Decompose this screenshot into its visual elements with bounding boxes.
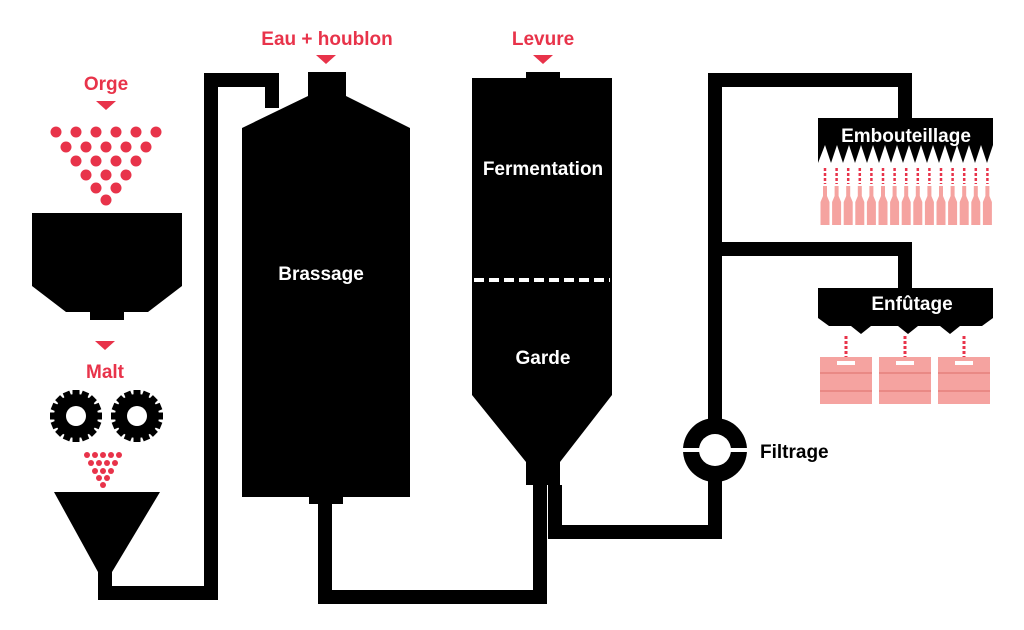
malt-particles: [84, 452, 122, 488]
malt-particle-icon: [108, 452, 114, 458]
bottle-icon: [936, 186, 946, 225]
keg-band: [820, 390, 872, 392]
levure-label: Levure: [512, 29, 574, 50]
bottle-icon: [982, 186, 992, 225]
pipe-fermenter-to-filter: [548, 470, 722, 539]
filtrage-label: Filtrage: [760, 442, 829, 463]
bottle-icon: [855, 186, 865, 225]
malt-particle-icon: [100, 452, 106, 458]
malt-particle-icon: [104, 460, 110, 466]
keg-band: [820, 372, 872, 374]
pipe-brassage-to-fermenter: [318, 485, 547, 604]
bottle-icon: [832, 186, 842, 225]
bottle-icon: [971, 186, 981, 225]
malt-particle-icon: [104, 475, 110, 481]
grain-dot-icon: [110, 155, 122, 167]
mill-gear-left-icon: [50, 390, 102, 442]
eau-houblon-arrow-icon: [316, 55, 336, 64]
keg-band: [938, 372, 990, 374]
grain-dot-icon: [80, 169, 92, 181]
garde-label: Garde: [516, 348, 571, 369]
keg-handle: [896, 361, 914, 365]
pipes: [98, 73, 912, 604]
mill-gear-right-icon: [111, 390, 163, 442]
bottle-icon: [924, 186, 934, 225]
bottle-icon: [878, 186, 888, 225]
fermentation-label: Fermentation: [483, 159, 603, 180]
bottle-icon: [901, 186, 911, 225]
bottles: [820, 168, 992, 225]
malt-particle-icon: [96, 475, 102, 481]
malting-hopper: [32, 213, 182, 320]
grain-dot-icon: [80, 141, 92, 153]
bottle-icon: [948, 186, 958, 225]
eau-houblon-label: Eau + houblon: [261, 29, 392, 50]
brassage-tank: [242, 72, 410, 504]
enfutage-label: Enfûtage: [871, 294, 952, 315]
grain-dot-icon: [50, 126, 62, 138]
malt-arrow-icon: [95, 341, 115, 350]
grain-dot-icon: [110, 126, 122, 138]
bottle-icon: [820, 186, 830, 225]
levure-arrow-icon: [533, 55, 553, 64]
grain-dot-icon: [120, 141, 132, 153]
keg-band: [879, 390, 931, 392]
malt-particle-icon: [100, 468, 106, 474]
grain-dot-icon: [130, 155, 142, 167]
malt-particle-icon: [96, 460, 102, 466]
malt-funnel: [54, 492, 160, 572]
malt-particle-icon: [108, 468, 114, 474]
grain-dot-icon: [140, 141, 152, 153]
grain-dot-icon: [100, 194, 112, 206]
barley-grains: [50, 126, 162, 206]
bottle-icon: [843, 186, 853, 225]
pipe-funnel-to-brassage: [98, 73, 279, 600]
grain-dot-icon: [130, 126, 142, 138]
malt-particle-icon: [112, 460, 118, 466]
orge-arrow-icon: [96, 101, 116, 110]
embouteillage-label: Embouteillage: [841, 126, 971, 147]
grain-dot-icon: [150, 126, 162, 138]
bottle-icon: [890, 186, 900, 225]
malt-label: Malt: [86, 362, 125, 383]
grain-dot-icon: [70, 126, 82, 138]
malt-particle-icon: [88, 460, 94, 466]
pipe-branch-to-kegging: [715, 242, 912, 290]
keg-handle: [955, 361, 973, 365]
kegs: [820, 336, 990, 404]
bottle-icon: [913, 186, 923, 225]
bottle-icon: [866, 186, 876, 225]
grain-dot-icon: [100, 169, 112, 181]
grain-dot-icon: [90, 126, 102, 138]
malt-particle-icon: [92, 468, 98, 474]
bottle-icon: [959, 186, 969, 225]
malt-particle-icon: [116, 452, 122, 458]
malt-particle-icon: [100, 482, 106, 488]
grain-dot-icon: [60, 141, 72, 153]
brassage-label: Brassage: [278, 264, 364, 285]
malt-particle-icon: [84, 452, 90, 458]
grain-dot-icon: [120, 169, 132, 181]
grain-dot-icon: [90, 155, 102, 167]
grain-dot-icon: [110, 182, 122, 194]
embouteillage-machine: [818, 118, 993, 163]
keg-band: [938, 390, 990, 392]
malt-particle-icon: [92, 452, 98, 458]
keg-band: [879, 372, 931, 374]
grain-dot-icon: [90, 182, 102, 194]
filter-icon: [680, 418, 750, 482]
orge-label: Orge: [84, 74, 128, 95]
grain-dot-icon: [70, 155, 82, 167]
enfutage-machine: [818, 288, 993, 334]
grain-dot-icon: [100, 141, 112, 153]
keg-handle: [837, 361, 855, 365]
